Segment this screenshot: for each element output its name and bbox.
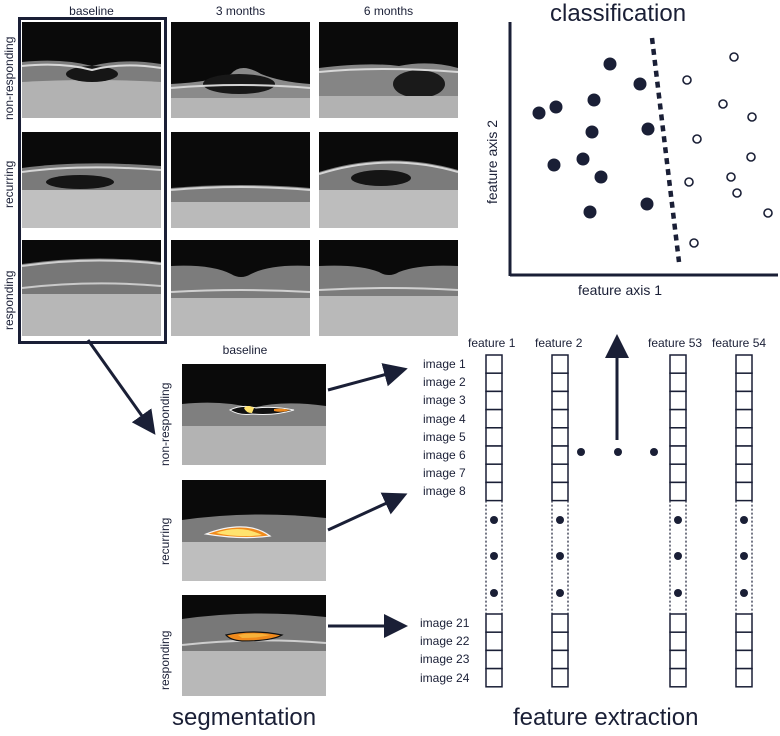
scatter-point-filled-3 (532, 106, 546, 120)
oct-scan-nonresp-baseline (22, 22, 161, 118)
feature-cell-feature-1-top-8 (485, 481, 503, 502)
oct-scan-nonresp-6m (319, 22, 458, 118)
image-label-top-7: image 7 (423, 466, 466, 481)
seg-scan-non-responding (182, 364, 326, 465)
scatter-point-filled-4 (549, 100, 563, 114)
feature-label-53: feature 53 (648, 336, 703, 350)
image-label-top-2: image 2 (423, 375, 466, 390)
scatter-point-hollow-5 (692, 134, 702, 144)
ellipsis-dot-feature-1-3 (490, 589, 498, 597)
feature-cell-feature-54-top-8 (735, 481, 753, 502)
feature-cell-feature-53-top-8 (669, 481, 687, 502)
ellipsis-dot-feature-54-1 (740, 516, 748, 524)
arrow-to-segmentation (86, 339, 156, 435)
scatter-point-filled-7 (641, 122, 655, 136)
ellipsis-dot-feature-53-3 (674, 589, 682, 597)
ellipsis-dot-feature-53-2 (674, 552, 682, 560)
ellipsis-dot-feature-2-3 (556, 589, 564, 597)
scatter-point-hollow-3 (718, 99, 728, 109)
oct-scan-resp-baseline (22, 240, 161, 336)
feature-ellipsis-dot-3 (650, 448, 658, 456)
feature-ellipsis-dot-2 (614, 448, 622, 456)
feature-cell-feature-53-bottom-4 (669, 667, 687, 688)
y-axis-label: feature axis 2 (484, 119, 500, 204)
feature-label-54: feature 54 (712, 336, 767, 350)
scatter-point-hollow-4 (747, 112, 757, 122)
oct-scan-resp-6m (319, 240, 458, 336)
segmentation-column-label: baseline (222, 343, 268, 357)
image-label-top-4: image 4 (423, 411, 466, 426)
classification-title: classification (550, 0, 687, 27)
image-label-bottom-1: image 21 (420, 616, 470, 630)
feature-cell-feature-2-bottom-4 (551, 667, 569, 688)
scatter-point-hollow-7 (726, 172, 736, 182)
column-label-6-months: 6 months (363, 4, 414, 18)
ellipsis-dot-feature-54-3 (740, 589, 748, 597)
feature-cell-feature-1-bottom-4 (485, 667, 503, 688)
ellipsis-dot-feature-2-2 (556, 552, 564, 560)
scatter-point-hollow-8 (684, 177, 694, 187)
feature-cell-feature-54-bottom-4 (735, 667, 753, 688)
scatter-point-filled-12 (640, 197, 654, 211)
scatter-point-filled-9 (547, 158, 561, 172)
scatter-point-hollow-6 (746, 152, 756, 162)
oct-scan-nonresp-3m (171, 22, 310, 118)
scatter-point-hollow-9 (732, 188, 742, 198)
scatter-point-hollow-1 (729, 52, 739, 62)
scatter-point-filled-2 (633, 77, 647, 91)
column-label-baseline: baseline (69, 4, 114, 18)
segmentation-title: segmentation (172, 704, 317, 731)
image-label-top-6: image 6 (423, 448, 466, 462)
oct-scan-recur-baseline (22, 132, 161, 228)
ellipsis-dot-feature-54-2 (740, 552, 748, 560)
ellipsis-dot-feature-1-1 (490, 516, 498, 524)
scatter-point-filled-10 (594, 170, 608, 184)
arrow-seg2-to-features (327, 492, 408, 532)
column-label-3-months: 3 months (215, 4, 266, 18)
baseline-highlight-frame (18, 17, 167, 344)
scatter-point-filled-1 (603, 57, 617, 71)
image-label-top-5: image 5 (423, 429, 466, 444)
scatter-point-filled-5 (587, 93, 601, 107)
decision-boundary (649, 37, 682, 263)
oct-scan-resp-3m (171, 240, 310, 336)
scatter-point-filled-6 (585, 125, 599, 139)
image-label-bottom-4: image 24 (420, 670, 470, 685)
ellipsis-dot-feature-53-1 (674, 516, 682, 524)
scatter-point-hollow-10 (763, 208, 773, 218)
image-label-top-3: image 3 (423, 393, 466, 408)
feature-label-2: feature 2 (535, 336, 583, 350)
scatter-point-hollow-11 (689, 238, 699, 248)
image-label-bottom-2: image 22 (420, 634, 470, 649)
ellipsis-dot-feature-1-2 (490, 552, 498, 560)
x-axis-label: feature axis 1 (578, 282, 663, 298)
feature-label-1: feature 1 (468, 336, 516, 350)
seg-scan-recurring (182, 480, 326, 581)
oct-scan-recur-3m (171, 132, 310, 228)
image-label-bottom-3: image 23 (420, 652, 470, 667)
feature-extraction-title: feature extraction (513, 704, 699, 731)
image-label-top-1: image 1 (423, 357, 466, 371)
scatter-point-filled-11 (583, 205, 597, 219)
feature-ellipsis-dot-1 (577, 448, 585, 456)
feature-cell-feature-2-top-8 (551, 481, 569, 502)
oct-scan-recur-6m (319, 132, 458, 228)
scatter-point-hollow-2 (682, 75, 692, 85)
arrow-seg1-to-features (327, 363, 408, 392)
seg-scan-responding (182, 595, 326, 696)
image-label-top-8: image 8 (423, 484, 466, 499)
scatter-point-filled-8 (576, 152, 590, 166)
ellipsis-dot-feature-2-1 (556, 516, 564, 524)
